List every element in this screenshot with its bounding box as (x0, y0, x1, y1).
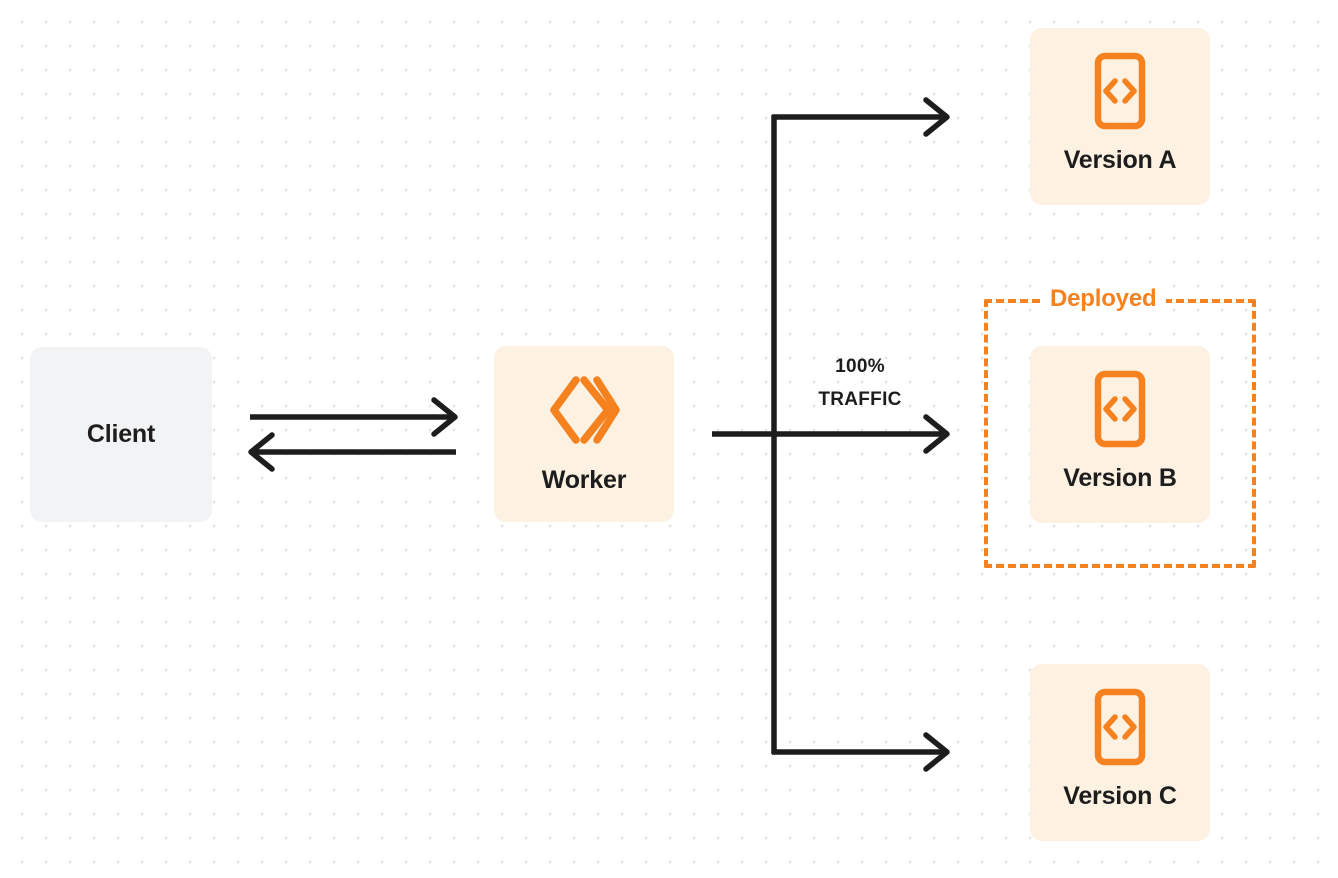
node-worker-label: Worker (541, 466, 627, 494)
node-version-b-label: Version B (1063, 464, 1177, 492)
arrow-client-to-worker (250, 397, 458, 437)
node-client-label: Client (86, 420, 156, 448)
traffic-word: TRAFFIC (818, 389, 902, 410)
arrow-worker-to-version-c (772, 732, 950, 772)
arrow-worker-to-version-b (712, 414, 950, 454)
deployed-region-label: Deployed (1040, 284, 1167, 314)
node-version-a-label: Version A (1063, 146, 1177, 174)
node-worker[interactable]: Worker (494, 346, 674, 522)
node-version-c[interactable]: Version C (1030, 664, 1210, 841)
node-client[interactable]: Client (30, 347, 212, 522)
cloudflare-workers-logo-icon (546, 372, 622, 448)
arrow-worker-to-client (248, 432, 456, 472)
node-version-c-label: Version C (1063, 782, 1177, 810)
code-file-icon (1089, 52, 1151, 130)
node-version-a[interactable]: Version A (1030, 28, 1210, 205)
code-file-icon (1089, 370, 1151, 448)
traffic-percent: 100% (835, 356, 885, 377)
code-file-icon (1089, 688, 1151, 766)
traffic-label: 100% TRAFFIC (790, 350, 930, 416)
node-version-b[interactable]: Version B (1030, 346, 1210, 523)
arrow-worker-to-version-a (772, 97, 950, 137)
